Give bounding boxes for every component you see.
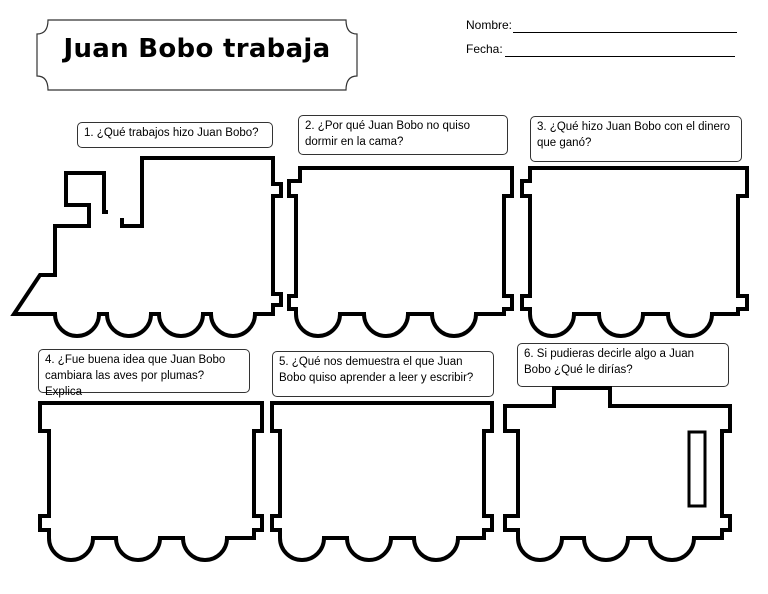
question-number: 2. [305,120,315,132]
train-car-3 [520,166,749,338]
date-field[interactable] [505,56,735,57]
question-text: Si pudieras decirle algo a Juan Bobo ¿Qu… [524,348,695,376]
question-text: ¿Qué trabajos hizo Juan Bobo? [96,127,259,139]
train-car-4 [38,401,264,562]
question-box-4[interactable]: 4. ¿Fue buena idea que Juan Bobo cambiar… [38,349,250,398]
question-text: ¿Fue buena idea que Juan Bobo cambiara l… [45,354,226,398]
train-car-2 [287,166,514,338]
date-label: Fecha: [466,42,503,56]
question-text: ¿Qué hizo Juan Bobo con el dinero que ga… [537,121,731,149]
name-label: Nombre: [466,18,513,32]
title-plaque-frame [36,19,358,91]
train-caboose [503,386,732,562]
question-box-5[interactable]: 5. ¿Qué nos demuestra el que Juan Bobo q… [272,351,494,397]
train-car-5 [270,401,494,562]
question-text: ¿Por qué Juan Bobo no quiso dormir en la… [305,120,470,148]
train-engine [10,156,283,338]
engine-cab-window [108,182,134,218]
question-box-3[interactable]: 3. ¿Qué hizo Juan Bobo con el dinero que… [530,116,742,162]
question-number: 6. [524,348,534,360]
question-number: 3. [537,121,547,133]
question-box-2[interactable]: 2. ¿Por qué Juan Bobo no quiso dormir en… [298,115,508,155]
question-text: ¿Qué nos demuestra el que Juan Bobo quis… [279,356,474,384]
question-box-1[interactable]: 1. ¿Qué trabajos hizo Juan Bobo? [77,122,273,148]
question-number: 1. [84,127,94,139]
question-number: 4. [45,354,55,366]
caboose-door [687,430,707,508]
question-box-6[interactable]: 6. Si pudieras decirle algo a Juan Bobo … [517,343,729,387]
name-field[interactable] [513,32,737,33]
question-number: 5. [279,356,289,368]
worksheet-title: Juan Bobo trabaja [63,34,331,64]
